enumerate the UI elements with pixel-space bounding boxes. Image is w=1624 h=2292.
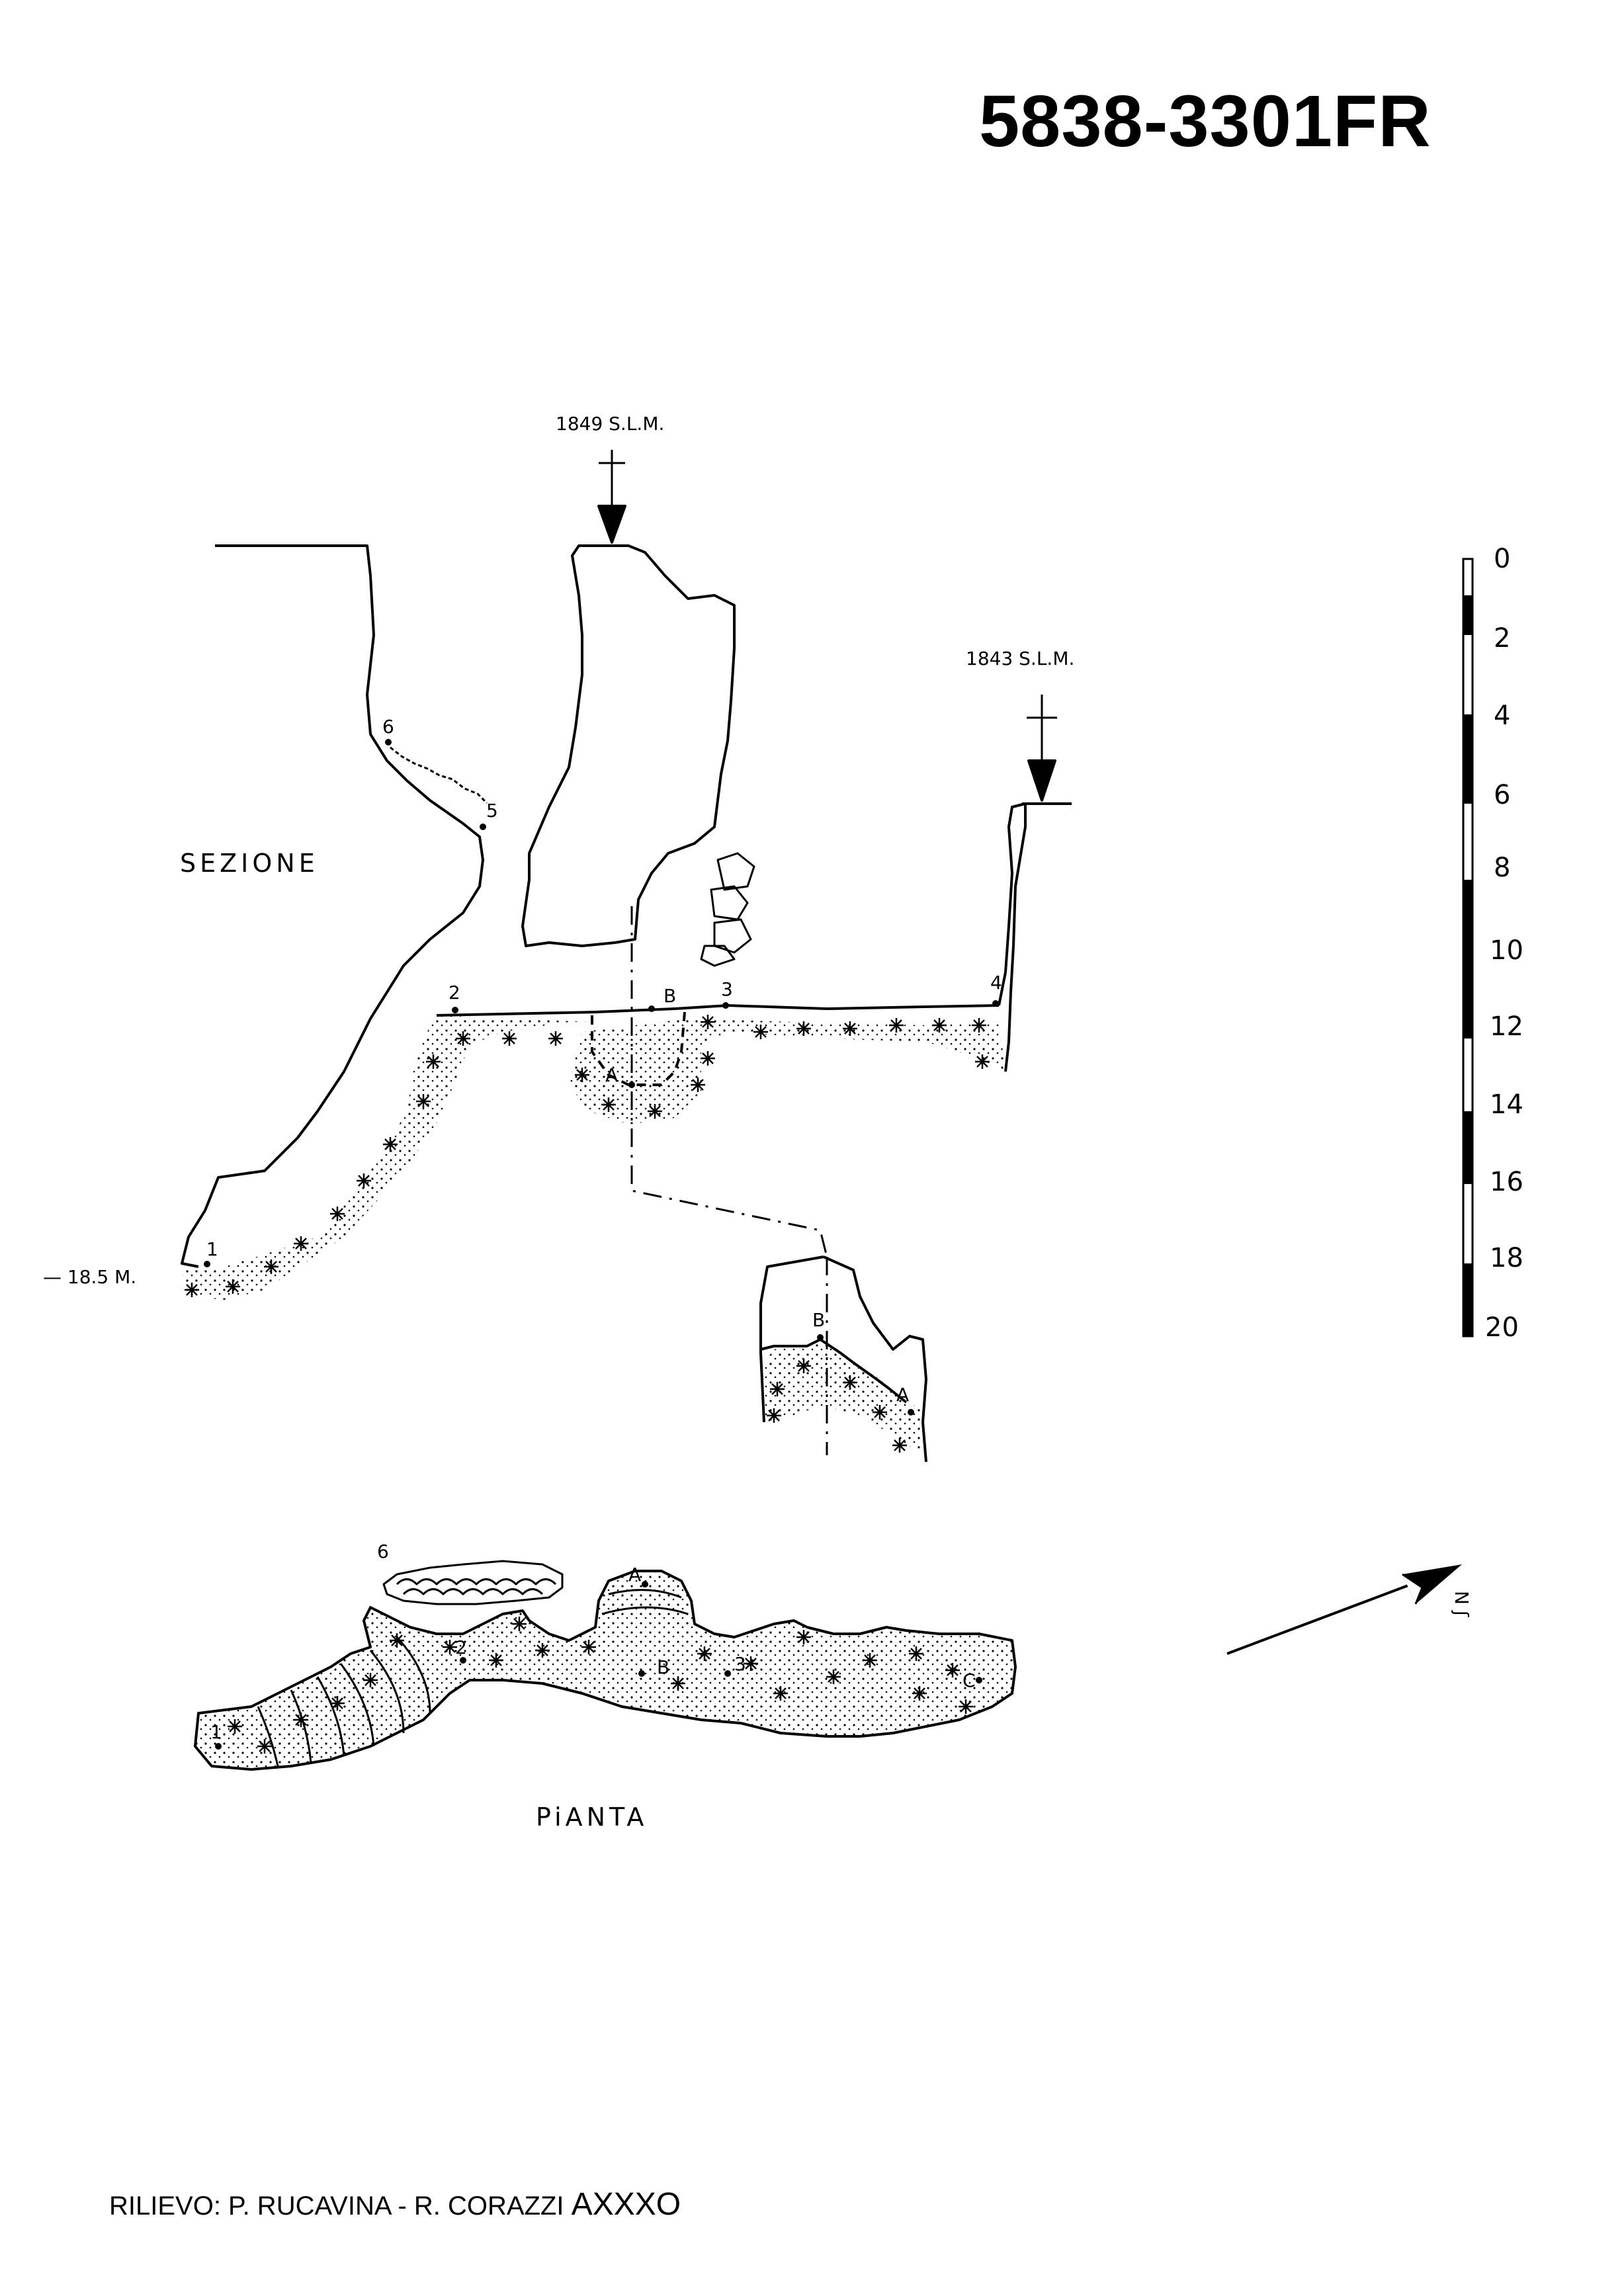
plan-point-c: C (962, 1670, 976, 1691)
scale-tick-0: 0 (1494, 544, 1510, 574)
depth-label: — 18.5 M. (43, 1266, 136, 1288)
section-station-4: 4 (990, 972, 1002, 994)
cross-section-a: A (896, 1384, 909, 1406)
cross-section-b: B (812, 1309, 825, 1331)
survey-credits: RILIEVO: P. RUCAVINA - R. CORAZZI AXXXO (109, 2186, 681, 2223)
plan-station-3: 3 (734, 1653, 746, 1675)
credits-text: RILIEVO: P. RUCAVINA - R. CORAZZI (109, 2191, 564, 2221)
cross-section-drawing (759, 1255, 927, 1463)
section-station-5: 5 (486, 800, 498, 822)
entrance2-elevation: 1843 S.L.M. (966, 648, 1074, 669)
plan-station-1: 1 (210, 1721, 222, 1743)
plan-drawing (194, 1560, 1017, 1771)
scale-tick-6: 6 (1494, 780, 1510, 810)
plan-station-6: 6 (377, 1541, 389, 1562)
scale-tick-4: 4 (1494, 700, 1510, 731)
scale-tick-18: 18 (1490, 1243, 1523, 1273)
north-arrow-icon (1226, 1564, 1462, 1655)
entrance1-elevation: 1849 S.L.M. (556, 413, 664, 435)
scale-tick-2: 2 (1494, 623, 1510, 654)
credits-code: AXXXO (571, 2187, 681, 2222)
section-station-3: 3 (721, 978, 733, 1000)
scale-tick-20: 20 (1485, 1312, 1519, 1343)
section-cut-b: B (663, 985, 676, 1007)
section-label: SEZIONE (180, 849, 319, 878)
section-station-1: 1 (206, 1238, 218, 1260)
section-drawing (181, 450, 1072, 1300)
scale-tick-12: 12 (1490, 1011, 1523, 1042)
section-cut-a: A (605, 1064, 618, 1086)
scale-tick-14: 14 (1490, 1089, 1523, 1120)
plan-point-a: A (628, 1564, 641, 1586)
section-station-2: 2 (449, 982, 460, 1003)
plan-point-b: B (657, 1656, 669, 1678)
scale-bar (1462, 558, 1474, 1337)
section-station-6: 6 (382, 716, 394, 738)
cave-number-title: 5838-3301FR (979, 81, 1432, 162)
scale-tick-10: 10 (1490, 935, 1523, 966)
plan-station-2: 2 (455, 1636, 467, 1658)
north-arrow-label: N ʃ (1451, 1591, 1473, 1617)
plan-label: PiANTA (536, 1803, 648, 1832)
scale-tick-16: 16 (1490, 1167, 1523, 1197)
scale-tick-8: 8 (1494, 853, 1510, 883)
